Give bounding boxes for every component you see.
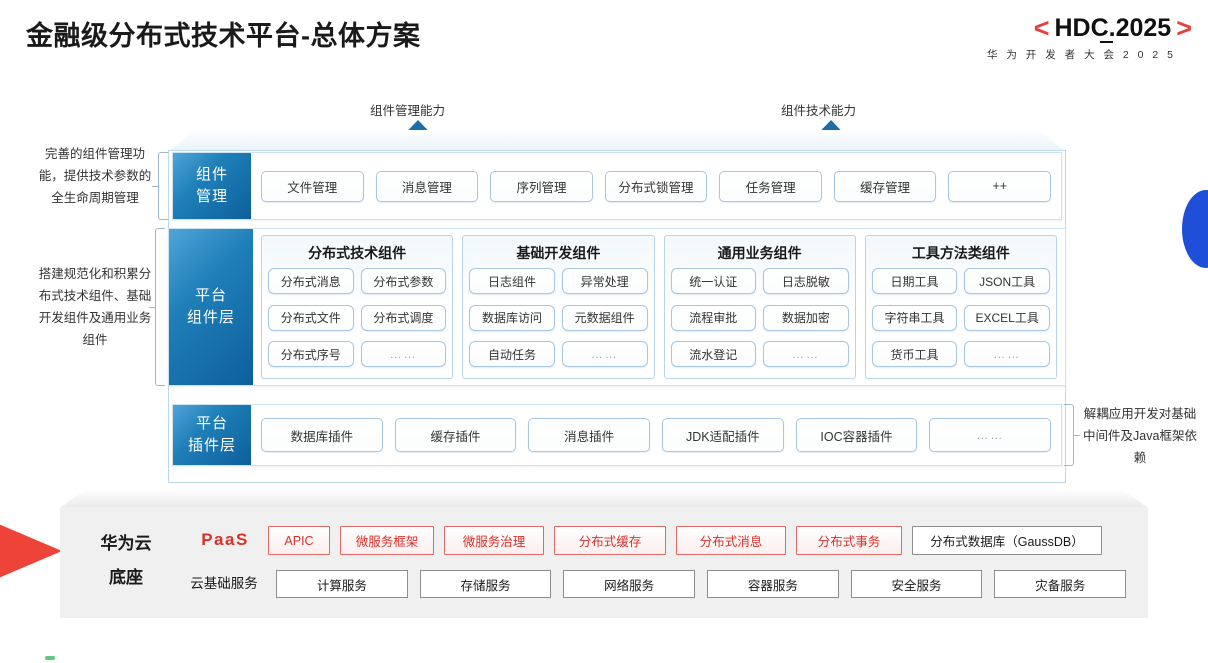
chip-component-item[interactable]: 日志脱敏 xyxy=(763,268,849,294)
chip-cloud-base-service[interactable]: 存储服务 xyxy=(419,570,552,598)
chip-cloud-base-service[interactable]: 灾备服务 xyxy=(994,570,1127,598)
chip-component-item[interactable]: 分布式序号 xyxy=(268,341,354,368)
chip-component-item[interactable]: …… xyxy=(964,341,1050,368)
chip-component-item[interactable]: 货币工具 xyxy=(871,341,958,368)
logo-underline-icon xyxy=(1100,41,1114,44)
chip-paas-service[interactable]: 微服务框架 xyxy=(340,526,434,555)
row-platform-component-layer: 平台 组件层 分布式技术组件分布式消息分布式参数分布式文件分布式调度分布式序号…… xyxy=(168,228,1066,386)
chip-component-management[interactable]: 序列管理 xyxy=(490,170,593,202)
chip-component-item[interactable]: 分布式调度 xyxy=(360,304,447,331)
bracket-left-mid xyxy=(149,228,165,386)
logo-text: HDC.2025 xyxy=(1054,14,1172,43)
cloud-base-service-label: 云基础服务 xyxy=(190,576,258,591)
chip-component-management[interactable]: 文件管理 xyxy=(261,170,364,202)
hdc-logo: < HDC.2025 > 华 为 开 发 者 大 会 2 0 2 5 xyxy=(922,14,1192,62)
row-platform-plugin-layer: 平台 插件层 数据库插件缓存插件消息插件 JDK适配插件 IOC容器插件 …… xyxy=(172,404,1062,466)
note-left-mid: 搭建规范化和积累分布式技术组件、基础开发组件及通用业务组件 xyxy=(38,267,152,347)
chip-component-management[interactable]: 消息管理 xyxy=(375,170,479,202)
paas-label: PaaS xyxy=(201,530,249,549)
component-group: 分布式技术组件分布式消息分布式参数分布式文件分布式调度分布式序号…… xyxy=(261,235,454,379)
component-group-title: 基础开发组件 xyxy=(516,245,601,261)
component-group-title: 通用业务组件 xyxy=(717,245,802,261)
component-group-grid: 日志组件异常处理数据库访问元数据组件自动任务…… xyxy=(469,268,648,373)
chip-cloud-base-service[interactable]: 容器服务 xyxy=(707,570,839,598)
chip-paas-service[interactable]: 分布式消息 xyxy=(676,526,786,555)
chip-cloud-base-service[interactable]: 安全服务 xyxy=(850,570,983,598)
row-content-platform-plugin-layer: 数据库插件缓存插件消息插件 JDK适配插件 IOC容器插件 …… xyxy=(251,405,1061,465)
arrow-label-right: 组件技术能力 xyxy=(781,104,857,118)
chip-component-item[interactable]: 流水登记 xyxy=(670,341,757,368)
chip-plugin[interactable]: IOC容器插件 xyxy=(795,418,918,452)
chip-component-management[interactable]: ++ xyxy=(948,170,1052,202)
chip-component-management[interactable]: 缓存管理 xyxy=(833,170,937,202)
green-dash-decoration xyxy=(45,656,55,660)
blue-circle-decoration xyxy=(1182,190,1208,268)
chip-paas-service[interactable]: 分布式事务 xyxy=(796,526,902,555)
chip-cloud-base-service[interactable]: 计算服务 xyxy=(276,570,408,598)
chip-plugin[interactable]: 消息插件 xyxy=(528,418,651,452)
logo-subtitle: 华 为 开 发 者 大 会 2 0 2 5 xyxy=(986,49,1176,62)
page-title: 金融级分布式技术平台-总体方案 xyxy=(26,21,421,51)
chip-component-item[interactable]: 元数据组件 xyxy=(561,304,648,331)
chip-component-management[interactable]: 分布式锁管理 xyxy=(604,170,708,202)
chip-plugin[interactable]: JDK适配插件 xyxy=(662,418,784,452)
chip-plugin[interactable]: 数据库插件 xyxy=(261,418,383,452)
component-group: 通用业务组件统一认证日志脱敏流程审批数据加密流水登记…… xyxy=(663,235,856,379)
chip-component-item[interactable]: 分布式参数 xyxy=(360,268,447,294)
chip-plugin[interactable]: 缓存插件 xyxy=(394,418,517,452)
logo-bracket-right-icon: > xyxy=(1176,13,1192,43)
chip-component-item[interactable]: 日期工具 xyxy=(871,268,958,294)
chip-component-item[interactable]: 数据加密 xyxy=(763,304,849,331)
chip-paas-service[interactable]: APIC xyxy=(268,526,330,555)
component-group: 基础开发组件日志组件异常处理数据库访问元数据组件自动任务…… xyxy=(462,235,655,379)
component-group-title: 工具方法类组件 xyxy=(911,245,1010,261)
row-content-component-management: 文件管理消息管理序列管理分布式锁管理任务管理缓存管理 ++ xyxy=(251,153,1061,219)
row-label-component-management: 组件 管理 xyxy=(173,153,251,219)
chip-component-item[interactable]: …… xyxy=(360,341,447,368)
chip-component-item[interactable]: 分布式消息 xyxy=(268,268,354,294)
chip-paas-service[interactable]: 分布式缓存 xyxy=(554,526,666,555)
row-content-platform-component-layer: 分布式技术组件分布式消息分布式参数分布式文件分布式调度分布式序号……基础开发组件… xyxy=(253,229,1065,385)
chip-component-item[interactable]: JSON工具 xyxy=(964,268,1050,294)
chip-component-item[interactable]: 异常处理 xyxy=(561,268,648,294)
note-left-top: 完善的组件管理功能，提供技术参数的全生命周期管理 xyxy=(38,147,152,205)
chip-component-item[interactable]: 数据库访问 xyxy=(469,304,555,331)
chip-component-item[interactable]: 字符串工具 xyxy=(871,304,958,331)
chip-plugin[interactable]: …… xyxy=(929,418,1052,452)
bracket-left-top xyxy=(152,152,168,220)
row-label-platform-component-layer: 平台 组件层 xyxy=(169,229,253,385)
note-right: 解耦应用开发对基础中间件及Java框架依赖 xyxy=(1083,407,1197,465)
chip-paas-service[interactable]: 微服务治理 xyxy=(444,526,544,555)
chip-component-item[interactable]: EXCEL工具 xyxy=(964,304,1050,331)
logo-bracket-left-icon: < xyxy=(1033,13,1050,43)
chip-component-item[interactable]: 流程审批 xyxy=(670,304,757,331)
red-arrow-decoration xyxy=(0,505,62,597)
chip-cloud-base-service[interactable]: 网络服务 xyxy=(563,570,696,598)
chip-component-item[interactable]: 自动任务 xyxy=(469,341,555,368)
component-group-grid: 统一认证日志脱敏流程审批数据加密流水登记…… xyxy=(670,268,849,373)
platform-slab-top xyxy=(168,130,1066,152)
chip-paas-service[interactable]: 分布式数据库（GaussDB） xyxy=(912,526,1102,555)
component-group-grid: 分布式消息分布式参数分布式文件分布式调度分布式序号…… xyxy=(268,268,447,373)
cloud-base-service-row: 计算服务存储服务网络服务容器服务安全服务灾备服务 xyxy=(276,570,1127,598)
row-label-platform-plugin-layer: 平台 插件层 xyxy=(173,405,251,465)
chip-component-item[interactable]: 分布式文件 xyxy=(268,304,354,331)
paas-service-row: APIC 微服务框架微服务治理分布式缓存分布式消息分布式事务分布式数据库（Gaus… xyxy=(268,526,1126,555)
row-component-management: 组件 管理 文件管理消息管理序列管理分布式锁管理任务管理缓存管理 ++ xyxy=(172,152,1062,220)
chip-component-item[interactable]: …… xyxy=(561,341,648,368)
chip-component-management[interactable]: 任务管理 xyxy=(719,170,822,202)
chip-component-item[interactable]: 日志组件 xyxy=(469,268,555,294)
component-group-title: 分布式技术组件 xyxy=(308,245,407,261)
chip-component-item[interactable]: …… xyxy=(763,341,849,368)
arrow-label-left: 组件管理能力 xyxy=(370,104,446,118)
cloud-slab-body xyxy=(60,507,1148,618)
chip-component-item[interactable]: 统一认证 xyxy=(670,268,757,294)
bracket-right xyxy=(1064,404,1080,466)
cloud-title: 华为云 底座 xyxy=(100,534,152,587)
cloud-slab-top xyxy=(60,489,1148,508)
